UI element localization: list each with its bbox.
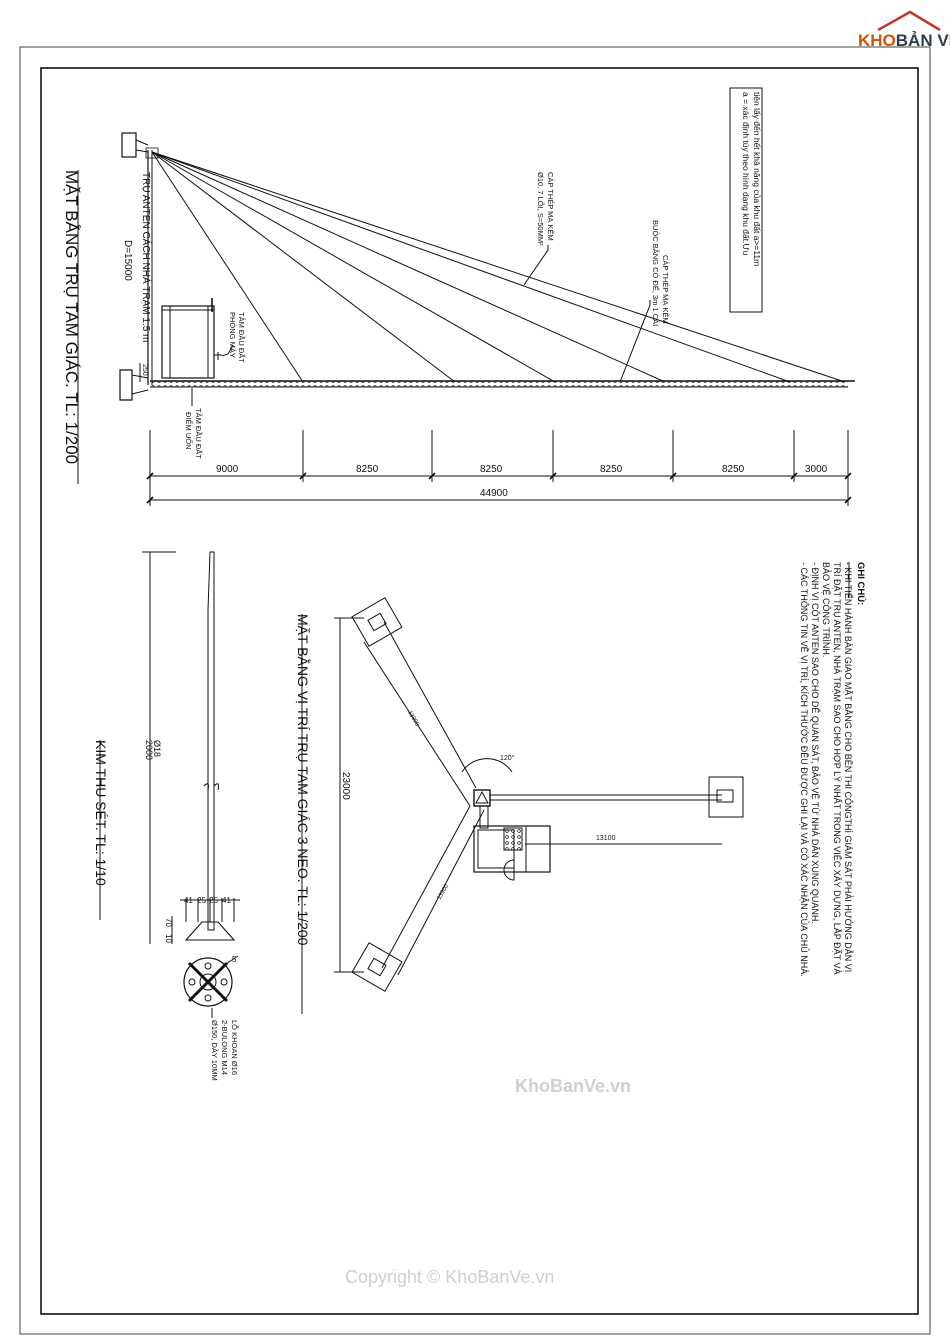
svg-text:13900: 13900 [437, 883, 451, 901]
svg-text:25: 25 [209, 896, 218, 905]
elevation-drawing: 250 a = xác định tùy theo hình dạng khu … [62, 87, 855, 506]
guy-cables [151, 151, 846, 383]
base-plate-plan: 5 [183, 955, 239, 1018]
svg-text:10: 10 [164, 934, 173, 943]
station-room [161, 298, 222, 379]
svg-text:BUỘC BẰNG CÓ ĐẾ, 3m 1 CÁI: BUỘC BẰNG CÓ ĐẾ, 3m 1 CÁI [651, 220, 661, 326]
svg-text:2000: 2000 [144, 740, 154, 760]
svg-text:BẢO VỆ CÔNG TRÌNH.: BẢO VỆ CÔNG TRÌNH. [821, 562, 832, 657]
svg-text:23000: 23000 [340, 772, 351, 800]
svg-text:Ø18: Ø18 [152, 740, 162, 757]
svg-text:TRỤ ANTEN CÁCH NHÀ TRẠM 1.5 m: TRỤ ANTEN CÁCH NHÀ TRẠM 1.5 m [140, 172, 153, 342]
svg-text:25: 25 [197, 896, 206, 905]
svg-text:8250: 8250 [480, 464, 503, 475]
svg-text:CÁP THÉP MẠ KẼM: CÁP THÉP MẠ KẼM [661, 255, 670, 324]
svg-text:- KHI TIẾN HÀNH BÀN GIAO MẶT B: - KHI TIẾN HÀNH BÀN GIAO MẶT BẰNG CHO BÊ… [843, 562, 854, 972]
svg-text:8250: 8250 [600, 464, 623, 475]
svg-text:250: 250 [141, 364, 148, 376]
svg-text:CÁP THÉP MẠ KẼM: CÁP THÉP MẠ KẼM [546, 172, 555, 241]
general-notes: GHI CHÚ: - KHI TIẾN HÀNH BÀN GIAO MẶT BẰ… [799, 562, 867, 977]
svg-text:44900: 44900 [480, 488, 508, 499]
antenna-top-icon [121, 132, 159, 159]
khobanve-logo: KHOBẢN VẼ [858, 10, 950, 50]
svg-text:a = xác định tùy theo hình dạn: a = xác định tùy theo hình dạng khu đất.… [741, 92, 751, 256]
svg-text:13100: 13100 [596, 835, 616, 842]
anchor-block-upper [351, 597, 403, 647]
svg-text:D=15000: D=15000 [122, 240, 133, 281]
svg-text:Ø150, DÀY 10MM: Ø150, DÀY 10MM [210, 1020, 219, 1081]
svg-text:9000: 9000 [216, 464, 239, 475]
svg-text:TÂM ĐẦU ĐẤT: TÂM ĐẦU ĐẤT [194, 408, 204, 459]
svg-text:8250: 8250 [722, 464, 745, 475]
svg-text:- ĐỊNH VỊ CỘT ANTEN SAO CHO DỄ: - ĐỊNH VỊ CỘT ANTEN SAO CHO DỄ QUAN SÁT,… [810, 562, 821, 924]
svg-text:120°: 120° [500, 754, 515, 762]
svg-text:13900: 13900 [406, 710, 420, 728]
svg-text:ĐIỂM UỐN: ĐIỂM UỐN [184, 412, 194, 450]
svg-text:8250: 8250 [356, 464, 379, 475]
watermark-bottom: Copyright © KhoBanVe.vn [345, 1267, 554, 1287]
svg-text:LỖ KHOAN Ø16: LỖ KHOAN Ø16 [230, 1020, 239, 1075]
svg-text:41: 41 [222, 896, 231, 905]
svg-text:TRÍ ĐẶT TRỤ ANTEN, NHÀ TRẠM SA: TRÍ ĐẶT TRỤ ANTEN, NHÀ TRẠM SAO CHO HỢP … [832, 562, 842, 975]
plan-drawing: 120° 13900 13900 13100 23000 MẶT BẰNG VỊ… [295, 597, 744, 1014]
lightning-rod-drawing: 41 25 25 41 70 10 2000 Ø18 5 LỖ KHOAN Ø1… [93, 551, 240, 1081]
tower-base [473, 789, 491, 807]
svg-text:- CÁC THÔNG TIN VỀ VỊ TRÍ, KÍC: - CÁC THÔNG TIN VỀ VỊ TRÍ, KÍCH THƯỚC ĐỀ… [799, 562, 810, 977]
inner-frame [40, 67, 919, 1315]
svg-text:2-BULONG M14: 2-BULONG M14 [220, 1020, 229, 1075]
svg-text:Ø10, 7 LÕI, S=50MM²: Ø10, 7 LÕI, S=50MM² [536, 172, 545, 246]
anchor-block-right [708, 776, 744, 818]
station-room-plan [473, 805, 551, 881]
outer-frame [19, 46, 931, 1335]
svg-text:5: 5 [232, 955, 237, 964]
anchor-block-lower [351, 942, 403, 992]
house-roof-icon [877, 10, 941, 32]
svg-text:70: 70 [164, 918, 173, 927]
elevation-title: MẶT BẰNG TRỤ TAM GIÁC. TL: 1/200 [62, 170, 81, 464]
svg-text:3000: 3000 [805, 464, 828, 475]
plan-title: MẶT BẰNG VỊ TRÍ TRỤ TAM GIÁC 3 NEO. TL: … [295, 614, 312, 946]
svg-text:tiên lấy đến hết khả năng của: tiên lấy đến hết khả năng của khu đất a>… [752, 92, 762, 266]
svg-text:KHOBẢN VẼ: KHOBẢN VẼ [858, 30, 950, 50]
note-box [729, 87, 763, 313]
svg-text:TÂM ĐẦU ĐẤT: TÂM ĐẦU ĐẤT [237, 312, 247, 363]
svg-text:41: 41 [184, 896, 193, 905]
watermark-center: KhoBanVe.vn [515, 1076, 631, 1096]
rod-title: KIM THU SÉT. TL: 1/10 [93, 740, 109, 886]
svg-text:GHI CHÚ:: GHI CHÚ: [855, 562, 867, 605]
svg-text:PHÒNG MÁY: PHÒNG MÁY [228, 312, 237, 358]
dimension-chain: 9000 8250 8250 8250 8250 3000 44900 [146, 430, 852, 506]
